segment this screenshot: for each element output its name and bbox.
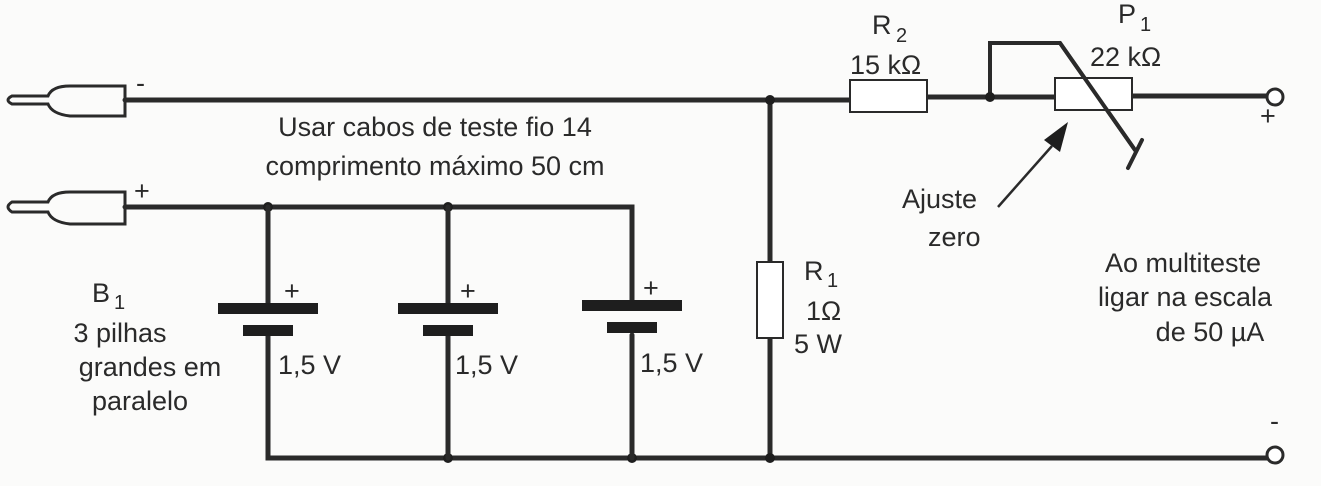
p1-label: P (1118, 0, 1136, 29)
battery-bank-desc-2: grandes em (79, 352, 222, 382)
battery-bank-desc-3: paralelo (92, 386, 188, 416)
resistor-r1 (756, 261, 784, 339)
resistor-r2 (849, 79, 928, 113)
output-terminal-plus (1265, 87, 1285, 107)
battery-bank-label: B (92, 278, 110, 308)
input-plus-label: + (134, 176, 150, 206)
meter-note-2: ligar na escala (1098, 282, 1273, 312)
output-plus-label: + (1260, 101, 1276, 131)
potentiometer-p1 (1054, 77, 1133, 111)
battery-cell-1 (218, 204, 318, 461)
note-line-2: comprimento máximo 50 cm (265, 151, 604, 181)
p1-sub: 1 (1140, 14, 1151, 36)
battery-cell-2 (398, 204, 498, 461)
meter-note-3: de 50 µA (1156, 317, 1265, 347)
meter-note-1: Ao multiteste (1105, 248, 1261, 278)
cell-1-plus: + (284, 276, 300, 306)
battery-bank-desc-1: 3 pilhas (73, 318, 166, 348)
r2-label: R (872, 10, 892, 40)
adjust-label-2: zero (928, 222, 981, 252)
input-minus-label: - (136, 68, 145, 98)
potentiometer-wiper (1058, 41, 1137, 152)
battery-bank-sub: 1 (114, 292, 125, 314)
cell-2-plus: + (460, 276, 476, 306)
cell-2-voltage: 1,5 V (455, 350, 518, 380)
r2-sub: 2 (896, 25, 907, 47)
cell-1-voltage: 1,5 V (278, 350, 341, 380)
output-terminal-minus (1265, 445, 1285, 465)
cell-3-plus: + (643, 273, 659, 303)
adjust-label-1: Ajuste (902, 184, 977, 214)
r1-label: R (804, 256, 824, 286)
r2-value: 15 kΩ (850, 50, 921, 80)
p1-value: 22 kΩ (1090, 42, 1161, 72)
r1-power: 5 W (794, 329, 843, 359)
arrow-icon (997, 122, 1068, 208)
note-line-1: Usar cabos de teste fio 14 (278, 112, 592, 142)
r1-value: 1Ω (806, 296, 841, 326)
test-plug-plus (6, 190, 127, 226)
battery-cell-3 (582, 204, 682, 461)
r1-sub: 1 (827, 270, 838, 292)
cell-3-voltage: 1,5 V (640, 348, 703, 378)
output-minus-label: - (1270, 406, 1279, 436)
test-plug-minus (6, 84, 127, 118)
